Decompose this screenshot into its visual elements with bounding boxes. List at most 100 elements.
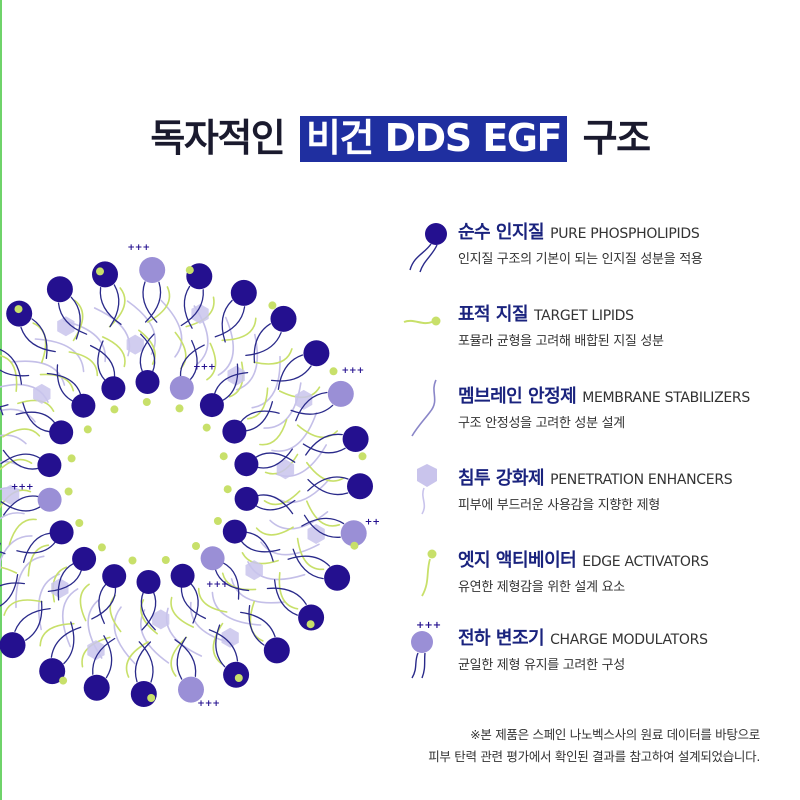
legend-desc: 구조 안정성을 고려한 성분 설계 [458,416,625,431]
penetration-enhancer-hexagon [51,578,69,599]
edge-activator-dot [128,556,137,565]
penetration-enhancer-icon [417,464,437,515]
phospholipid-head [37,453,62,478]
phospholipid-tail [292,548,324,580]
phospholipid-head [230,279,257,306]
target-lipid-tail [206,342,217,381]
phospholipid-tail [20,326,56,353]
target-lipid-tail [296,537,325,571]
phospholipid-tail [248,604,265,646]
phospholipid-tail [2,449,40,470]
charge-modulator-icon: +++ [411,620,441,679]
target-lipid-tail [27,544,50,577]
membrane-stabilizer-line [251,355,281,409]
legend-name-ko: 침투 강화제 [458,468,545,489]
penetration-enhancer-hexagon [227,365,245,386]
edge-activator-dot [59,676,68,685]
phospholipid-tail [208,629,239,662]
phospholipid-tail [22,532,52,563]
target-lipid-tail [259,418,288,446]
membrane-stabilizer-line [271,412,318,452]
target-lipid-tail [170,596,195,628]
edge-activator-dot [329,367,338,376]
phospholipid-tail [179,344,205,378]
phospholipid-head [49,420,74,445]
membrane-stabilizer-line [217,316,235,376]
target-lipid-tail [72,299,84,342]
edge-activator-dot [67,454,76,463]
target-lipid-tail [249,600,264,642]
phospholipid-tail [16,540,57,554]
target-lipid-tail [79,583,90,622]
membrane-stabilizer-line [211,591,262,626]
penetration-enhancer-hexagon [87,640,105,661]
title-part2: 구조 [582,116,651,160]
target-lipid-tail [0,354,18,392]
phospholipid-tail [214,306,246,338]
target-lipid-tail [221,317,257,342]
edge-activator-dot [234,674,243,682]
edge-activator-dot [14,305,23,314]
legend-name-en: CHARGE MODULATORS [550,632,708,648]
phospholipid-tail [245,531,274,562]
footnote: ※본 제품은 스페인 나노벡스사의 원료 데이터를 바탕으로 피부 탄력 관련 … [428,724,760,768]
phospholipid-tail [270,365,312,382]
phospholipid-head [0,632,26,659]
phospholipid-tail [92,637,116,675]
legend-desc: 피부에 부드러운 사용감을 지향한 제형 [458,498,660,513]
legend-name-en: MEMBRANE STABILIZERS [582,390,750,406]
phospholipid-head [72,546,97,571]
penetration-enhancer-hexagon [1,484,20,505]
footnote-line2: 피부 탄력 관련 평가에서 확인된 결과를 참고하여 설계되었습니다. [428,749,760,764]
charge-symbol: +++ [11,482,34,492]
membrane-stabilizer-line [34,338,85,373]
phospholipid-tail [25,600,43,641]
phospholipid-tail [176,636,187,680]
phospholipid-head [342,426,369,452]
phospholipid-head [222,519,247,544]
phospholipid-tail [0,453,42,465]
legend-name-en: PURE PHOSPHOLIPIDS [550,226,700,242]
title-highlight: 비건 DDS EGF [299,116,567,162]
target-lipid-tail [3,599,43,616]
phospholipid-head [71,393,96,418]
charge-symbol: +++ [197,699,220,709]
phospholipid-head [234,452,259,477]
target-lipid-tail [140,599,158,635]
edge-activator-dot [96,267,104,276]
target-lipid-tail [253,348,293,365]
membrane-stabilizer-line [263,382,302,429]
target-lipid-tail [125,641,149,678]
phospholipid-tail [140,333,156,373]
target-lipid-tail [212,622,224,665]
phospholipid-head [37,487,62,512]
phospholipid-tail [215,624,226,668]
phospholipid-tail [305,433,343,456]
phospholipid-head [46,276,73,303]
target-lipid-tail [2,428,41,438]
phospholipid-tail [139,333,155,373]
edge-activator-dot [147,694,156,702]
phospholipid-tail [22,402,51,433]
phospholipid-tail [91,586,117,620]
phospholipid-head [327,380,354,407]
left-edge-line [0,0,2,800]
membrane-stabilizer-line [260,541,320,556]
membrane-stabilizer-line [61,588,79,648]
phospholipid-tail [50,626,82,658]
target-lipid-tail [147,286,171,323]
target-lipid-tail [228,361,244,398]
phospholipid-tail [190,582,199,624]
phospholipid-head [178,676,204,703]
legend-name-en: TARGET LIPIDS [534,308,634,324]
phospholipid-tail [144,281,162,323]
phospholipid-tail [0,369,30,377]
phospholipid-head [200,546,225,571]
penetration-enhancer-hexagon [276,459,295,480]
phospholipid-tail [183,285,193,329]
page-title: 독자적인 비건 DDS EGF 구조 [0,114,800,162]
phospholipid-tail [56,364,74,402]
target-lipid-tail [278,572,299,610]
phospholipid-tail [47,569,83,593]
